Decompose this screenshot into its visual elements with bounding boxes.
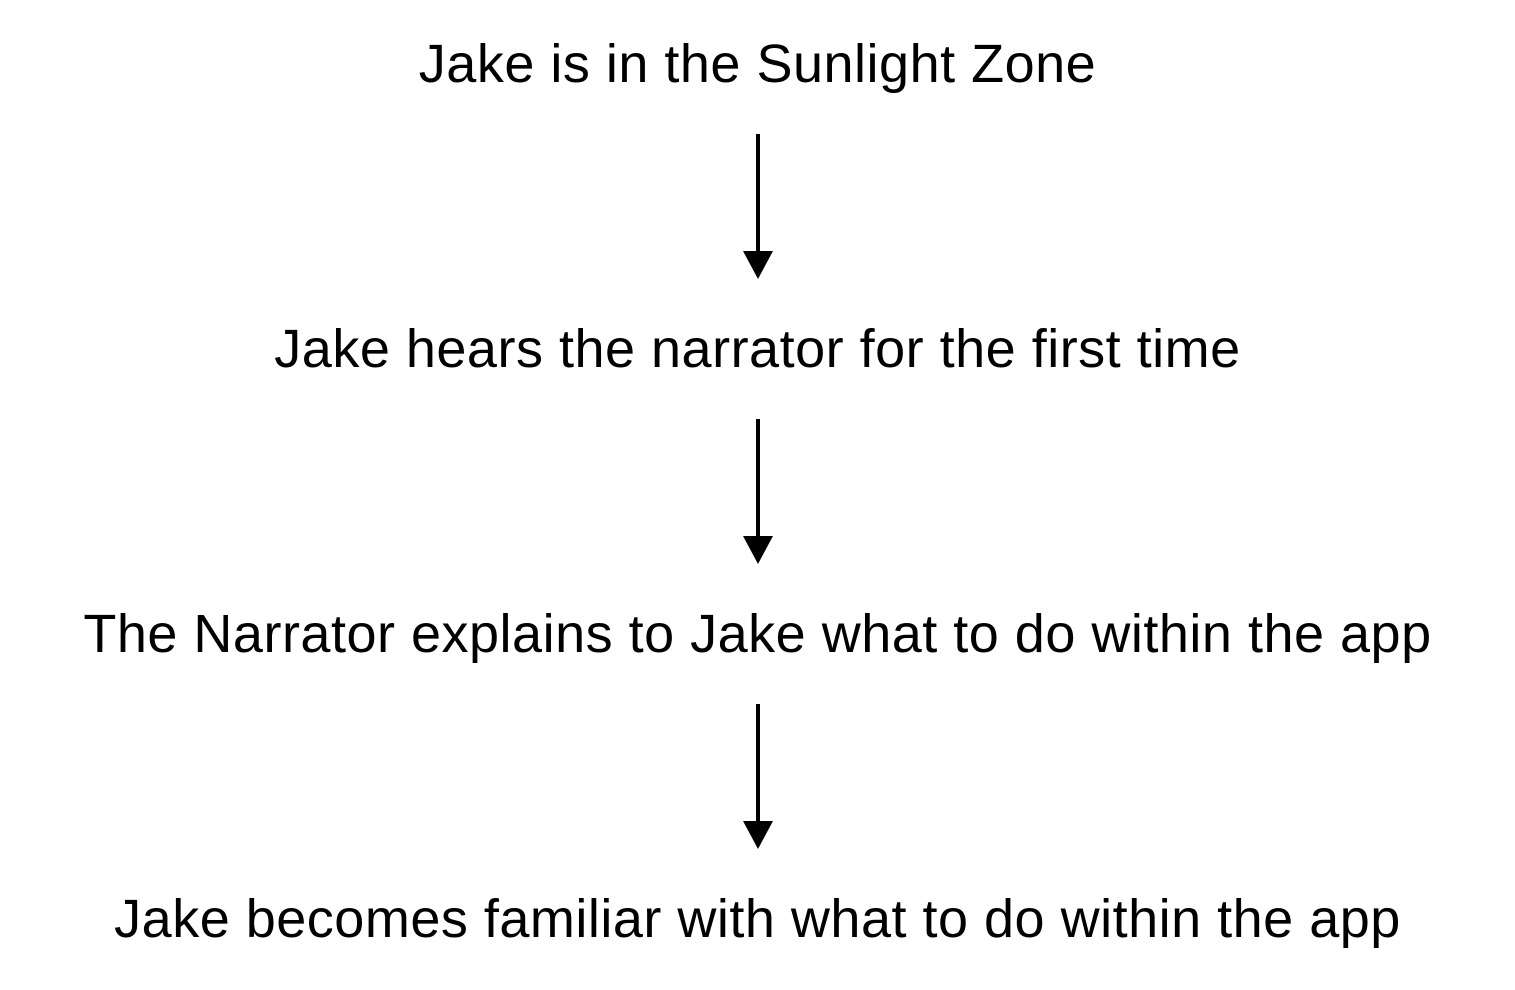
down-arrow-icon [742, 704, 773, 849]
down-arrow-icon [742, 134, 773, 279]
flowchart-step-4: Jake becomes familiar with what to do wi… [114, 889, 1401, 949]
flowchart: Jake is in the Sunlight Zone Jake hears … [83, 34, 1432, 949]
flowchart-step-3: The Narrator explains to Jake what to do… [83, 604, 1432, 664]
flowchart-step-2: Jake hears the narrator for the first ti… [274, 319, 1241, 379]
down-arrow-icon [742, 419, 773, 564]
flowchart-step-1: Jake is in the Sunlight Zone [418, 34, 1097, 94]
